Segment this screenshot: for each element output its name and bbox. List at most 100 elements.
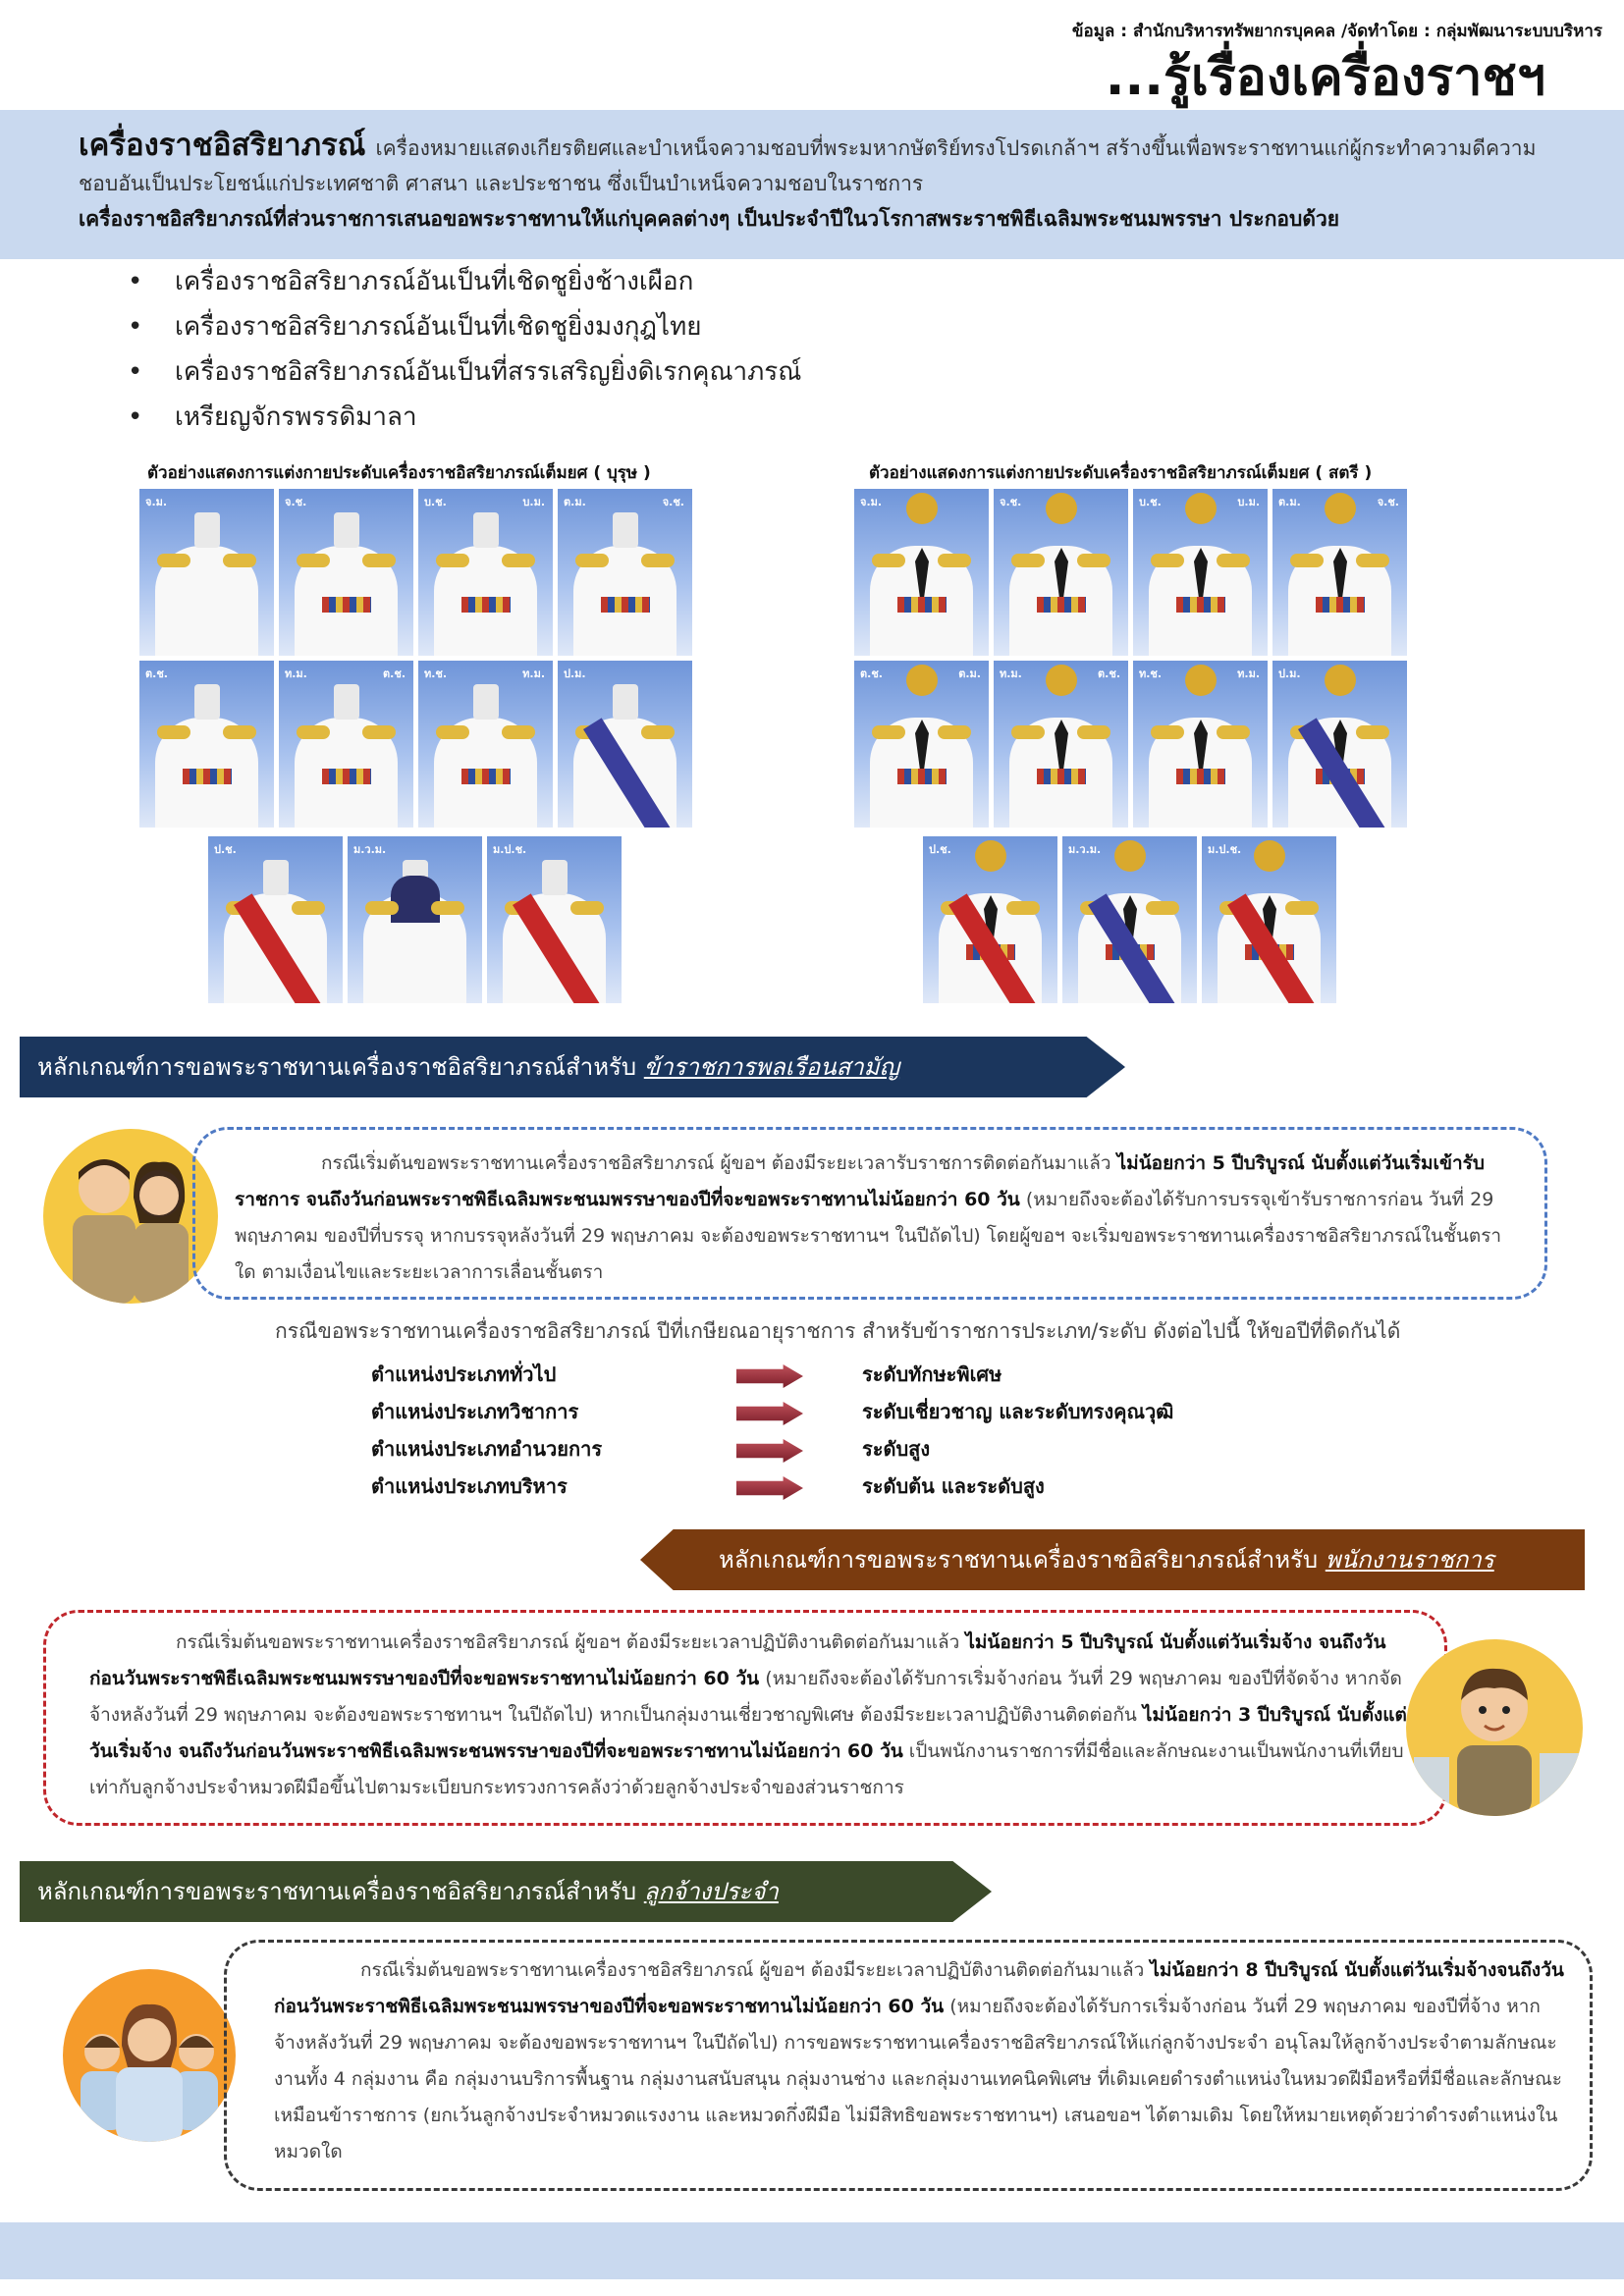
gallery-female-caption: ตัวอย่างแสดงการแต่งกายประดับเครื่องราชอิ…	[869, 463, 1373, 483]
position-level: ระดับต้น และระดับสูง	[862, 1474, 1045, 1498]
epaulette-icon	[1011, 725, 1045, 739]
medal-ribbons-icon	[601, 597, 650, 613]
epaulette-icon	[872, 554, 905, 567]
gov-employee-avatar	[1406, 1639, 1583, 1816]
uniform-photo: จ.ช.	[279, 489, 413, 656]
rank-tag: ท.ม.	[522, 667, 545, 680]
rank-tag: ป.ช.	[214, 843, 237, 856]
epaulette-icon	[1356, 554, 1389, 567]
civil-servants-illustration-icon	[73, 1159, 189, 1304]
rank-tag: ม.ป.ช.	[1208, 843, 1242, 856]
section-title-emphasis: ลูกจ้างประจำ	[643, 1878, 779, 1905]
epaulette-icon	[431, 901, 464, 915]
rank-tag: ม.ป.ช.	[493, 843, 527, 856]
medal-ribbons-icon	[461, 769, 511, 784]
epaulette-icon	[1217, 554, 1250, 567]
rank-tag: ต.ช.	[383, 667, 406, 680]
section-title: หลักเกณฑ์การขอพระราชทานเครื่องราชอิสริยา…	[37, 1878, 637, 1905]
uniform-grid: จ.ม.จ.ช.บ.ช.บ.ม.ต.ม.จ.ช.ต.ช.ท.ม.ต.ช.ท.ช.…	[139, 489, 692, 828]
epaulette-icon	[1217, 725, 1250, 739]
section-title-emphasis: พนักงานราชการ	[1325, 1546, 1494, 1574]
mannequin-head-icon	[1046, 665, 1077, 696]
epaulette-icon	[1077, 554, 1110, 567]
section-header-civil: หลักเกณฑ์การขอพระราชทานเครื่องราชอิสริยา…	[20, 1037, 1125, 1097]
uniform-photo: บ.ช. บ.ม.	[1133, 489, 1268, 656]
medal-ribbons-icon	[897, 769, 947, 784]
rank-tag: ป.ม.	[1278, 667, 1301, 680]
uniform-grid: จ.ม.จ.ช.บ.ช.บ.ม.ต.ม.จ.ช.ต.ช.ต.ม.ท.ม.ต.ช.…	[854, 489, 1407, 828]
section-title: หลักเกณฑ์การขอพระราชทานเครื่องราชอิสริยา…	[37, 1053, 637, 1081]
epaulette-icon	[436, 725, 469, 739]
criteria-text: (หมายถึงจะต้องได้รับการบรรจุเข้ารับราชกา…	[235, 1189, 1502, 1283]
rank-tag: จ.ม.	[860, 496, 883, 508]
uniform-photo: ท.ม.ต.ช.	[994, 661, 1128, 828]
arrow-right-icon	[736, 1476, 803, 1500]
rank-tag: บ.ช.	[1139, 496, 1162, 508]
epaulette-icon	[436, 554, 469, 567]
list-item: เครื่องราชอิสริยาภรณ์อันเป็นที่สรรเสริญย…	[128, 349, 801, 395]
epaulette-icon	[292, 901, 325, 915]
epaulette-icon	[223, 554, 256, 567]
uniform-photo: จ.ช.	[994, 489, 1128, 656]
intro-text: เครื่องหมายแสดงเกียรติยศและบำเหน็จความชอ…	[79, 136, 1537, 195]
intro-paragraph-2: เครื่องราชอิสริยาภรณ์ที่ส่วนราชการเสนอขอ…	[79, 207, 1340, 231]
ladder-row: ตำแหน่งประเภทอำนวยการ ระดับสูง	[371, 1433, 1255, 1470]
medal-ribbons-icon	[897, 597, 947, 613]
uniform-photo: ท.ช.ท.ม.	[1133, 661, 1268, 828]
uniform-photo: ท.ม.ต.ช.	[279, 661, 413, 828]
uniform-photo: ม.ป.ช.	[1202, 836, 1336, 1003]
epaulette-icon	[1077, 725, 1110, 739]
epaulette-icon	[1011, 554, 1045, 567]
arrow-right-icon	[736, 1402, 803, 1425]
mannequin-head-icon	[1114, 840, 1146, 872]
criteria-highlight: ไม่น้อยกว่า 5 ปีบริบูรณ์ นับตั้งแต่วันเร…	[89, 1631, 1386, 1689]
rank-tag: จ.ม.	[145, 496, 168, 508]
epaulette-icon	[1285, 901, 1319, 915]
uniform-photo: ม.ว.ม.	[1062, 836, 1197, 1003]
epaulette-icon	[1006, 901, 1040, 915]
mannequin-head-icon	[1254, 840, 1285, 872]
epaulette-icon	[223, 725, 256, 739]
uniform-photo: ต.ม.จ.ช.	[1272, 489, 1407, 656]
uniform-photo: ป.ม.	[558, 661, 692, 828]
uniform-photo: ป.ช.	[923, 836, 1057, 1003]
intro-band	[0, 110, 1624, 259]
government-employee-illustration-icon	[1414, 1668, 1579, 1816]
uniform-grid: ป.ช. ม.ว.ม. ม.ป.ช.	[923, 836, 1336, 1003]
rank-tag: บ.ม.	[522, 496, 545, 508]
epaulette-icon	[872, 725, 905, 739]
uniform-photo: จ.ม.	[139, 489, 274, 656]
criteria-highlight: ไม่น้อยกว่า 3 ปีบริบูรณ์ นับตั้งแต่วันเร…	[89, 1704, 1407, 1762]
mannequin-head-icon	[1325, 493, 1356, 524]
intro-lead: เครื่องราชอิสริยาภรณ์	[79, 128, 366, 163]
rank-tag: จ.ช.	[662, 496, 684, 508]
epaulette-icon	[938, 554, 971, 567]
epaulette-icon	[362, 725, 396, 739]
medal-ribbons-icon	[322, 769, 371, 784]
rank-tag: จ.ช.	[285, 496, 307, 508]
mannequin-head-icon	[1046, 493, 1077, 524]
ladder-row: ตำแหน่งประเภทบริหาร ระดับต้น และระดับสูง	[371, 1470, 1255, 1508]
section-header-gov-employee: หลักเกณฑ์การขอพระราชทานเครื่องราชอิสริยา…	[640, 1529, 1585, 1590]
epaulette-icon	[575, 554, 609, 567]
epaulette-icon	[570, 901, 604, 915]
rank-tag: ท.ช.	[424, 667, 448, 680]
epaulette-icon	[1151, 554, 1184, 567]
rank-tag: จ.ช.	[1377, 496, 1399, 508]
epaulette-icon	[297, 554, 330, 567]
section-header-permanent: หลักเกณฑ์การขอพระราชทานเครื่องราชอิสริยา…	[20, 1861, 992, 1922]
rank-tag: ป.ช.	[929, 843, 951, 856]
position-type: ตำแหน่งประเภทวิชาการ	[371, 1400, 579, 1423]
rank-tag: จ.ช.	[1000, 496, 1022, 508]
ladder-row: ตำแหน่งประเภทวิชาการ ระดับเชี่ยวชาญ และร…	[371, 1396, 1255, 1433]
criteria-highlight: ไม่น้อยกว่า 5 ปีบริบูรณ์ นับตั้งแต่วันเร…	[235, 1152, 1485, 1210]
arrow-right-icon	[736, 1439, 803, 1463]
list-item: เครื่องราชอิสริยาภรณ์อันเป็นที่เชิดชูยิ่…	[128, 259, 801, 304]
list-item: เหรียญจักรพรรดิมาลา	[128, 395, 801, 440]
mannequin-head-icon	[1185, 665, 1217, 696]
mannequin-head-icon	[1185, 493, 1217, 524]
rank-tag: บ.ม.	[1237, 496, 1260, 508]
epaulette-icon	[1146, 901, 1179, 915]
permanent-employee-avatar	[63, 1969, 236, 2142]
section-title: หลักเกณฑ์การขอพระราชทานเครื่องราชอิสริยา…	[719, 1546, 1319, 1574]
